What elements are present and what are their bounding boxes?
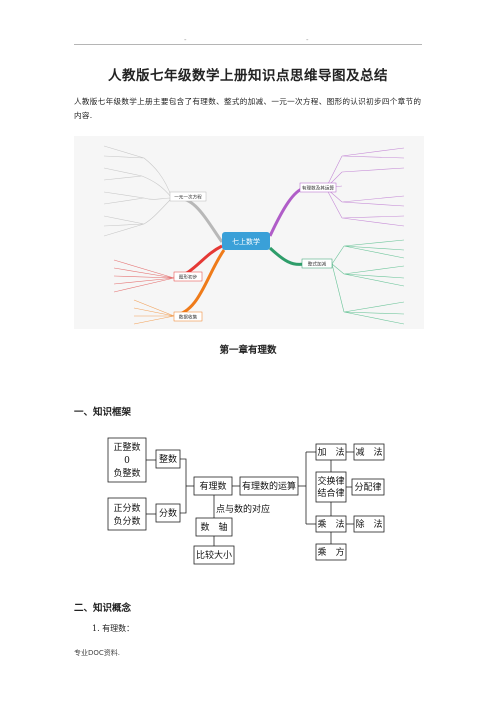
diagram-commutative: 交换律: [317, 475, 344, 487]
knowledge-framework-diagram: 正整数 0 负整数 整数 正分数 负分数 分数 有理数 有理数的运算 点与数的对…: [104, 434, 388, 572]
diagram-subtract: 减 法: [355, 446, 382, 458]
footer-text: 专业DOC资料.: [74, 649, 121, 657]
intro-paragraph: 人教版七年级数学上册主要包含了有理数、整式的加减、一元一次方程、图形的认识初步四…: [74, 97, 422, 120]
mind-map-branch-equation: 一元一次方程: [174, 194, 202, 201]
document-title: 人教版七年级数学上册知识点思维导图及总结: [108, 68, 388, 84]
header-mark-right: -: [306, 36, 309, 44]
diagram-positive-integer: 正整数: [113, 441, 140, 453]
concept-item-1: 1. 有理数：: [92, 624, 135, 633]
diagram-distributive: 分配律: [354, 481, 381, 493]
mind-map-image: 七上数学 一元一次方程 图形初步 数据收集 有理数及其运算 整式加减: [74, 136, 424, 329]
mind-map-branch-polynomial: 整式加减: [308, 261, 327, 268]
diagram-correspondence: 点与数的对应: [216, 503, 270, 515]
diagram-negative-fraction: 负分数: [113, 515, 140, 527]
diagram-compare: 比较大小: [196, 549, 232, 561]
header-rule: [74, 44, 422, 45]
diagram-add: 加 法: [317, 446, 344, 458]
diagram-negative-integer: 负整数: [113, 467, 140, 479]
diagram-rational: 有理数: [199, 480, 226, 492]
section-heading-framework: 一、知识框架: [74, 407, 132, 418]
diagram-operations: 有理数的运算: [242, 480, 296, 492]
diagram-positive-fraction: 正分数: [113, 502, 140, 514]
mind-map-branch-data: 数据收集: [179, 314, 198, 321]
chapter-title: 第一章有理数: [219, 345, 277, 356]
diagram-integer: 整数: [159, 453, 177, 465]
diagram-divide: 除 法: [355, 518, 382, 530]
header-mark-left: -: [184, 36, 187, 44]
mind-map-branch-geometry: 图形初步: [179, 274, 198, 281]
diagram-zero: 0: [124, 456, 130, 466]
diagram-associative: 结合律: [317, 487, 344, 499]
diagram-number-line: 数 轴: [200, 521, 227, 533]
diagram-multiply: 乘 法: [317, 518, 344, 530]
mind-map-branch-rational: 有理数及其运算: [302, 185, 335, 192]
mind-map-center-node: [222, 232, 270, 250]
diagram-fraction: 分数: [159, 507, 177, 519]
diagram-power: 乘 方: [317, 546, 344, 558]
mind-map-center-label: 七上数学: [232, 237, 260, 246]
section-heading-concepts: 二、知识概念: [74, 603, 132, 614]
